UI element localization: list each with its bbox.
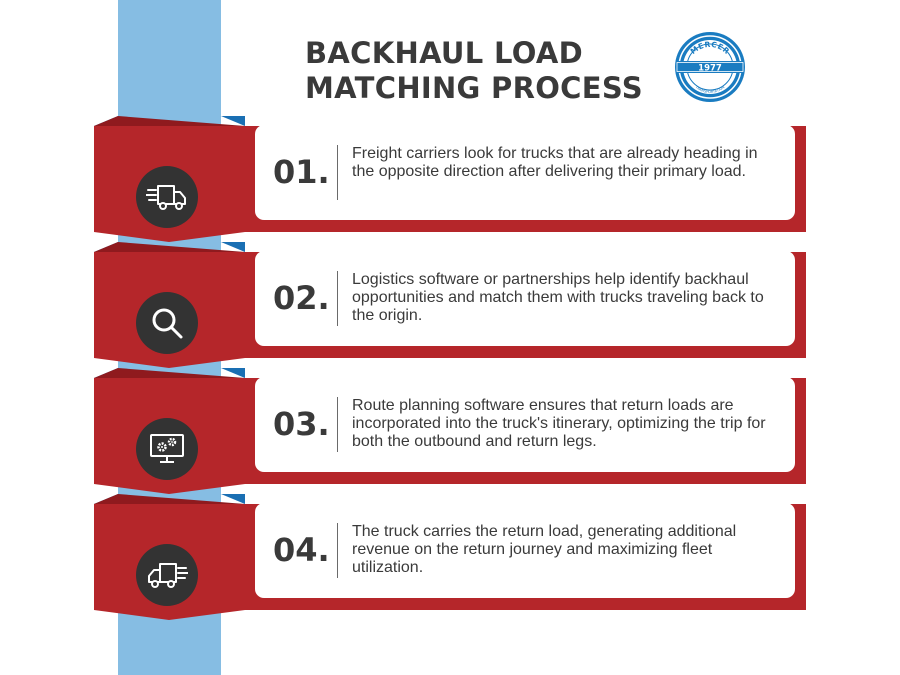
mercer-1977-badge-icon: MERCER 1977 TRANSPORTATION: [675, 32, 745, 102]
return-truck-icon: [136, 544, 198, 606]
step-card: 04. The truck carries the return load, g…: [255, 503, 795, 598]
title-line-1: BACKHAUL LOAD: [305, 36, 583, 70]
title-line-2: MATCHING PROCESS: [305, 71, 643, 105]
step-description: Route planning software ensures that ret…: [352, 397, 766, 450]
step-description: Logistics software or partnerships help …: [352, 271, 764, 324]
separator: [337, 145, 338, 200]
separator: [337, 397, 338, 452]
step-card: 01. Freight carriers look for trucks tha…: [255, 125, 795, 220]
separator: [337, 271, 338, 326]
step-1: 01. Freight carriers look for trucks tha…: [94, 116, 806, 242]
magnifier-icon: [136, 292, 198, 354]
step-4: 04. The truck carries the return load, g…: [94, 494, 806, 620]
svg-text:1977: 1977: [698, 64, 722, 74]
page-title: BACKHAUL LOAD MATCHING PROCESS: [305, 36, 643, 106]
step-number: 04.: [273, 531, 330, 569]
speeding-truck-icon: [136, 166, 198, 228]
step-number: 01.: [273, 153, 330, 191]
step-card: 02. Logistics software or partnerships h…: [255, 251, 795, 346]
step-number: 02.: [273, 279, 330, 317]
step-description: The truck carries the return load, gener…: [352, 523, 737, 576]
step-card: 03. Route planning software ensures that…: [255, 377, 795, 472]
monitor-gears-icon: [136, 418, 198, 480]
step-3: 03. Route planning software ensures that…: [94, 368, 806, 494]
step-2: 02. Logistics software or partnerships h…: [94, 242, 806, 368]
separator: [337, 523, 338, 578]
step-description: Freight carriers look for trucks that ar…: [352, 145, 758, 180]
step-number: 03.: [273, 405, 330, 443]
